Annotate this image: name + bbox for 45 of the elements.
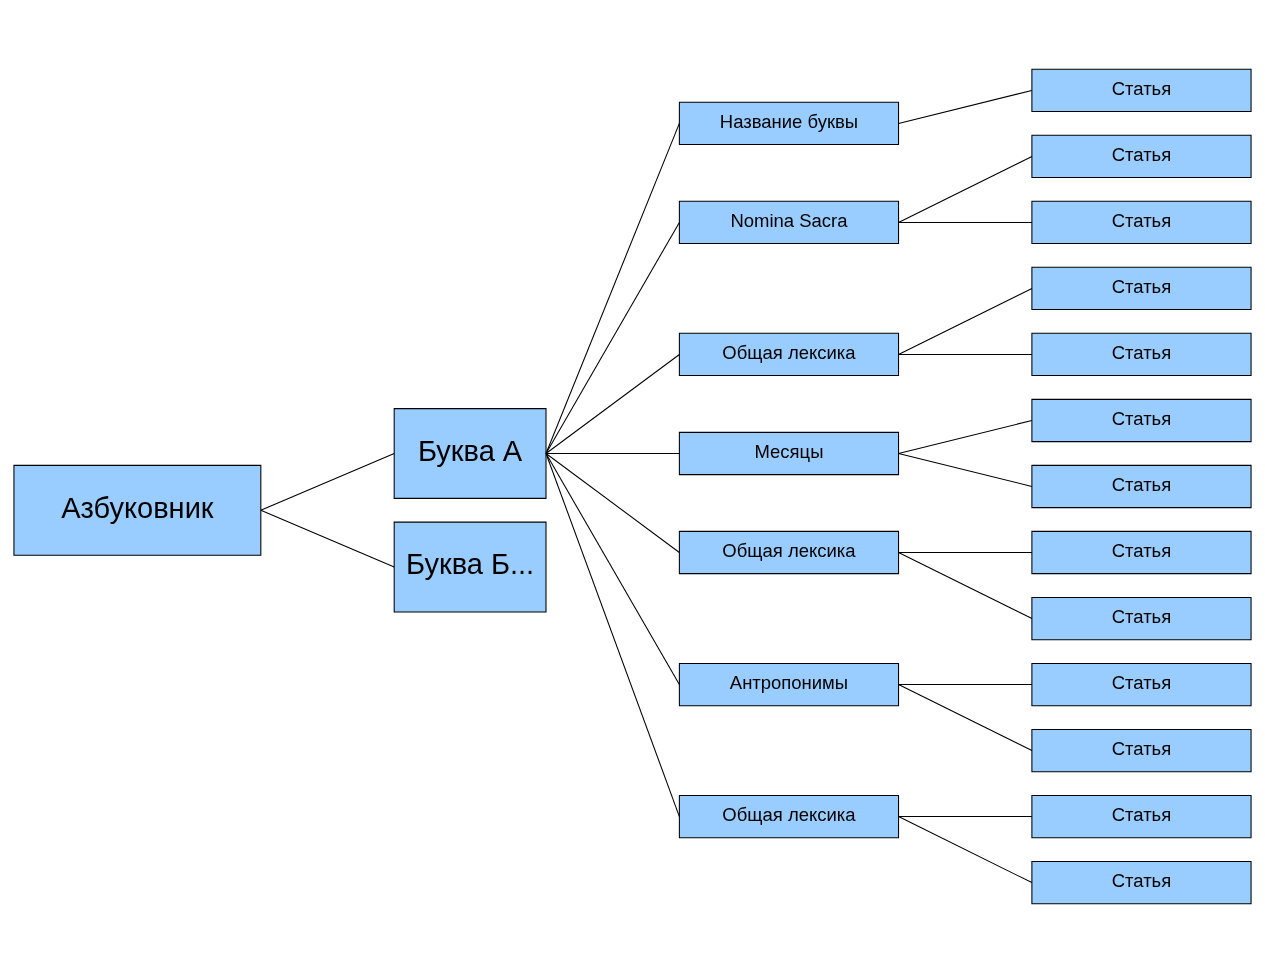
connector [260, 452, 395, 511]
node-box: Статья [1031, 662, 1252, 706]
node-box: Статья [1031, 794, 1252, 838]
connector [898, 815, 1033, 883]
node-box: Буква А [393, 407, 547, 499]
node-box: Nomina Sacra [678, 200, 900, 244]
connector [898, 452, 1033, 487]
node-box: Общая лексика [678, 530, 900, 574]
node-box: Статья [1031, 464, 1252, 508]
node-box: Общая лексика [678, 332, 900, 376]
node-box: Общая лексика [678, 794, 900, 838]
node-box: Статья [1031, 596, 1252, 640]
connector [898, 551, 1033, 553]
connector [898, 815, 1033, 817]
node-box: Месяцы [678, 431, 900, 475]
connector [898, 89, 1033, 124]
node-box: Статья [1031, 266, 1252, 310]
connector [898, 683, 1033, 685]
node-box: Статья [1031, 134, 1252, 178]
node-box: Название буквы [678, 101, 900, 145]
connector [545, 452, 680, 553]
connector [898, 155, 1033, 223]
connector [545, 122, 680, 454]
connector [545, 452, 680, 454]
connector [898, 221, 1033, 223]
node-box: Статья [1031, 728, 1252, 772]
node-box: Статья [1031, 398, 1252, 442]
connector [545, 452, 680, 685]
connector [898, 551, 1033, 619]
connector [260, 509, 395, 568]
connector [898, 287, 1033, 355]
connector [545, 452, 680, 817]
connector [898, 683, 1033, 751]
connector [898, 353, 1033, 355]
node-box: Статья [1031, 200, 1252, 244]
node-box: Статья [1031, 860, 1252, 904]
connector [545, 221, 680, 454]
node-box: Статья [1031, 68, 1252, 112]
node-box: Статья [1031, 530, 1252, 574]
connector [898, 419, 1033, 454]
node-box: Азбуковник [13, 464, 262, 556]
node-box: Буква Б... [393, 521, 547, 612]
node-box: Антропонимы [678, 662, 900, 706]
connector [545, 353, 680, 454]
node-box: Статья [1031, 332, 1252, 376]
